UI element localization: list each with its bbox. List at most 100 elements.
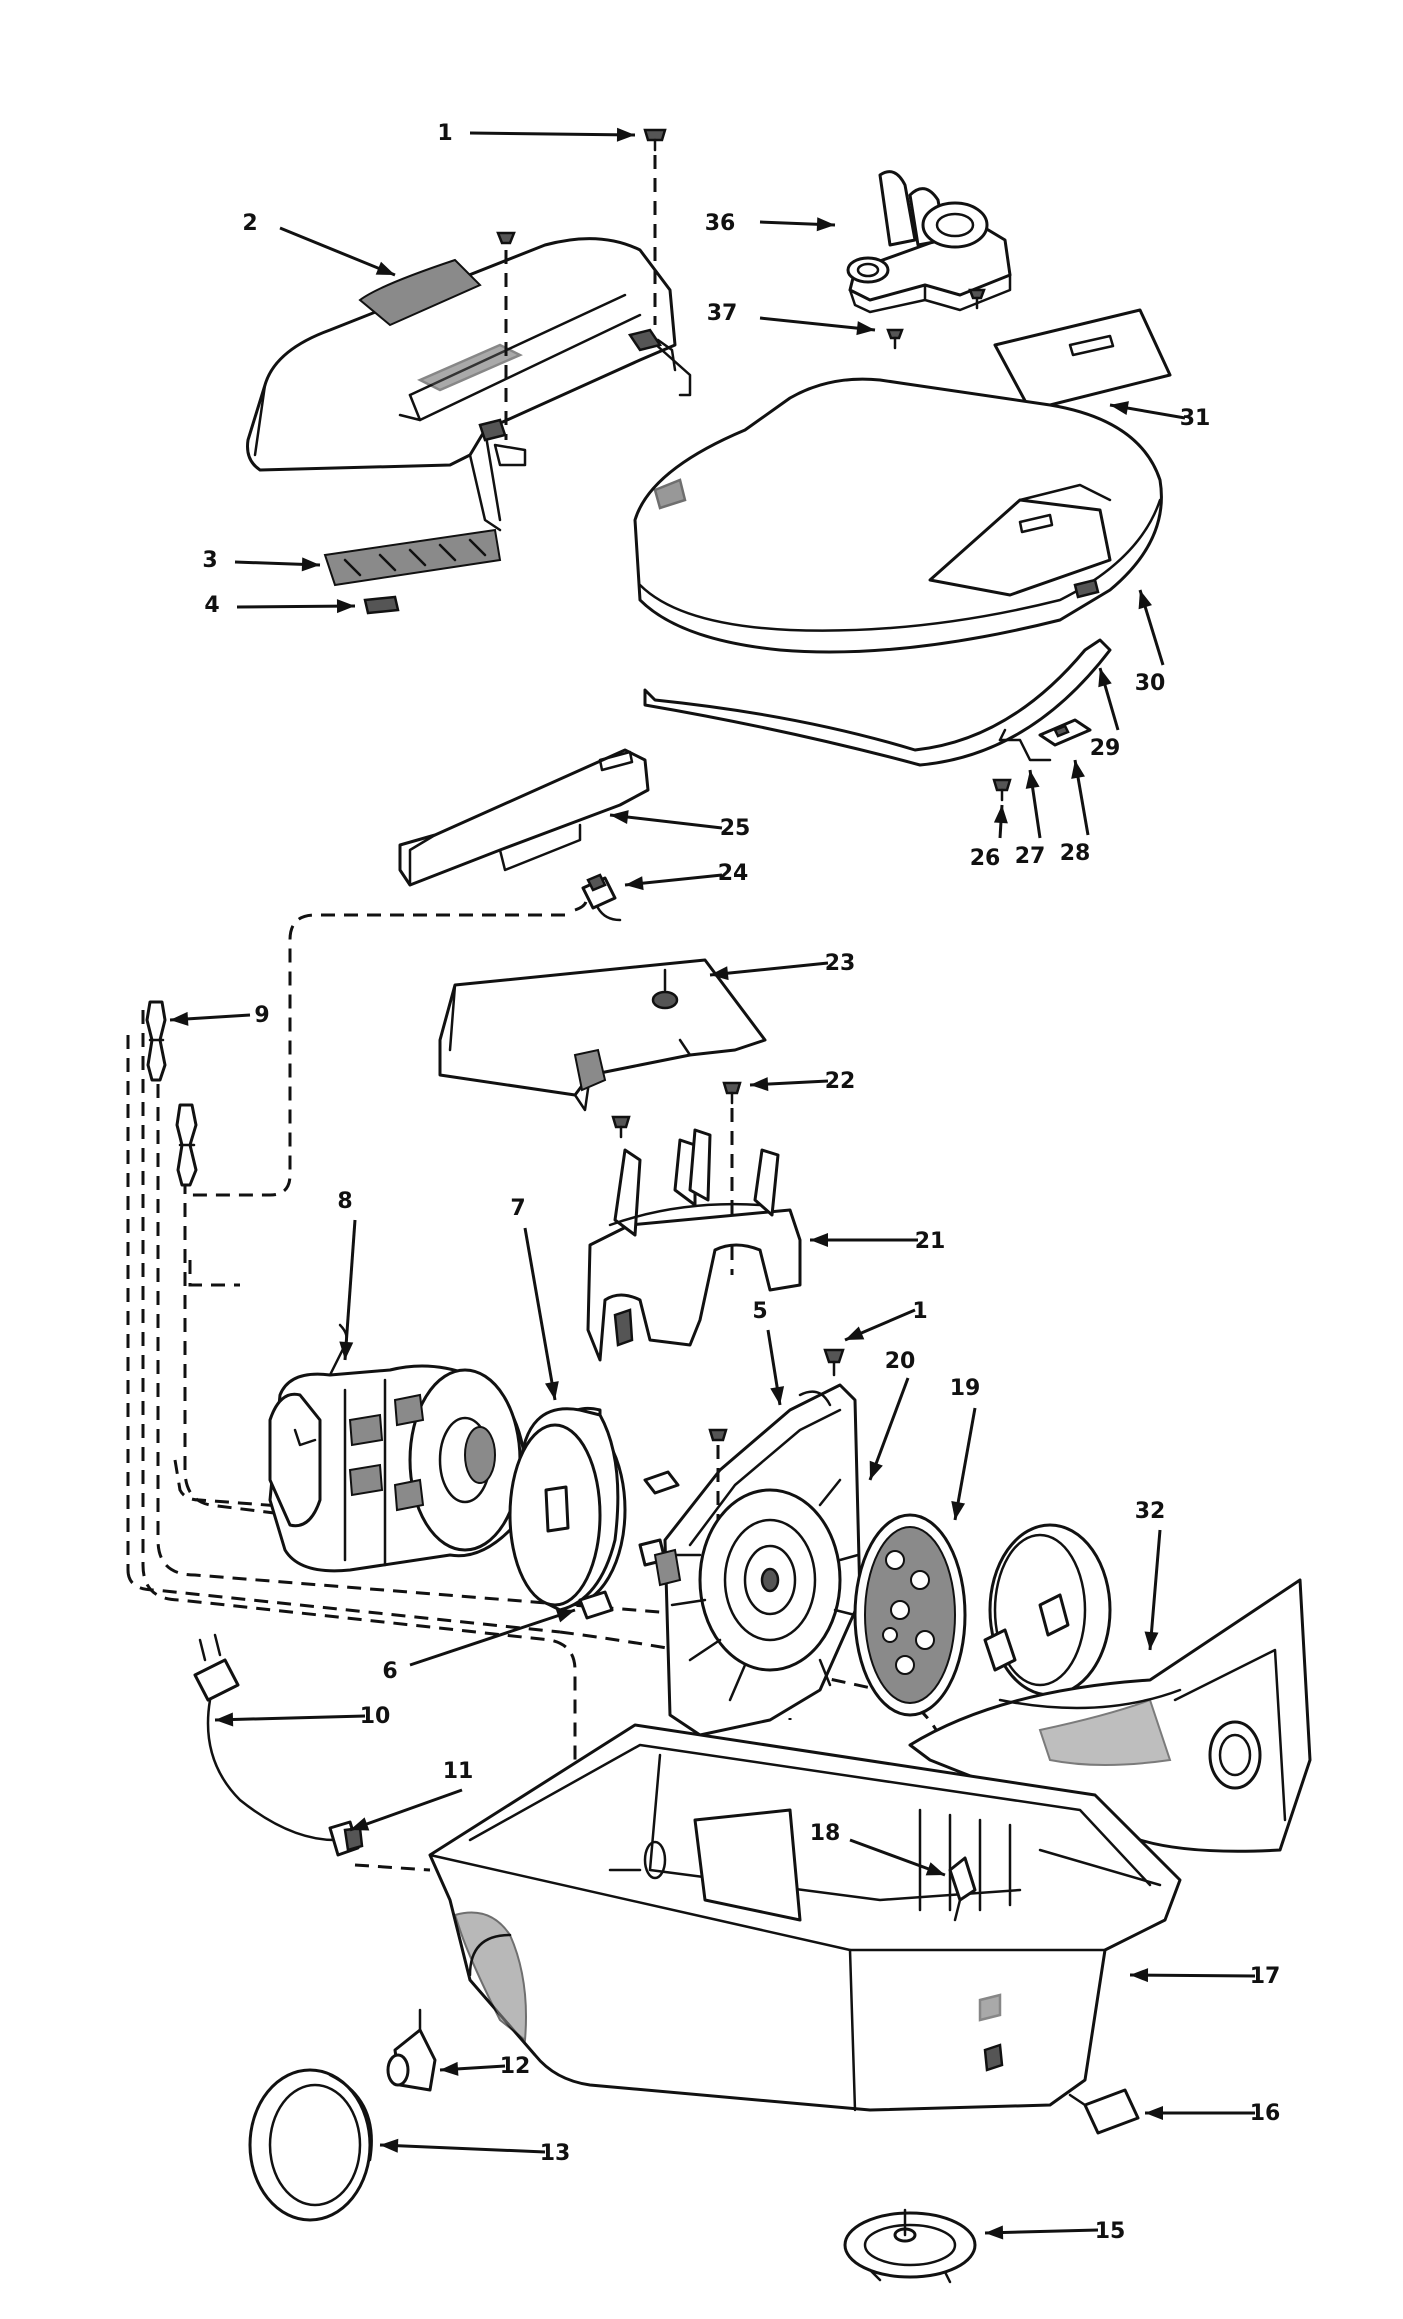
leader-line [984,2228,1099,2235]
leader-arrowhead [1110,401,1129,415]
leader-arrowhead [810,1233,828,1247]
latch-spring-part-27 [998,728,1052,762]
callout-number: 10 [360,1704,391,1729]
handle-socket-part-36 [846,170,1012,314]
leader-arrowhead [170,1011,189,1026]
leader-line [868,1377,910,1481]
callout-number: 22 [825,1069,856,1094]
callout-number: 8 [337,1189,352,1214]
screw-part-26 [992,778,1012,802]
leader-arrowhead [610,810,629,825]
impeller-part-19 [853,1513,967,1717]
leader-arrowhead [845,1326,865,1340]
motor-cover-part-23 [438,958,767,1112]
callout-number: 1 [437,121,452,146]
leader-arrowhead [856,321,875,336]
screw-part-1-lower [823,1348,845,1377]
brush-part-6b [578,1590,614,1620]
callout-p7: 7 [510,1196,559,1401]
leader-arrowhead [770,1386,785,1405]
leader-arrowhead [1098,668,1112,688]
screw-fan-mid [708,1428,728,1520]
clip-part-4 [363,595,400,615]
callout-p11: 11 [349,1759,474,1832]
callout-p25: 25 [609,810,750,841]
callout-number: 6 [382,1659,397,1684]
callout-p26: 26 [970,804,1008,871]
callout-number: 17 [1250,1964,1281,1989]
leader-line [409,1608,576,1667]
callout-p13: 13 [379,2138,570,2166]
cord-connector-part-16 [1068,2088,1140,2135]
screw-on-cover [496,231,516,440]
label-plate-part-31 [993,308,1172,412]
leader-arrowhead [1138,590,1152,610]
leader-line [759,316,876,332]
bumper-strip-part-29 [643,638,1112,767]
top-cover-part-2 [246,237,692,532]
hood-part-30 [633,377,1163,654]
callout-number: 5 [752,1299,767,1324]
callout-p9: 9 [169,1003,270,1028]
motor-bracket-part-21 [586,1128,802,1362]
callout-p20: 20 [868,1349,915,1481]
wheel-part-13 [248,2068,373,2222]
callout-p16: 16 [1145,2101,1280,2126]
callout-p8: 8 [337,1189,357,1361]
leader-line [523,1227,557,1401]
motor-part-8 [268,1323,527,1573]
leader-arrowhead [616,127,635,142]
leader-arrowhead [625,876,644,891]
leader-arrowhead [1130,1968,1149,1983]
callout-p3: 3 [202,548,321,573]
callout-number: 2 [242,211,257,236]
callout-p1b: 1 [844,1299,928,1342]
callout-p10: 10 [214,1704,391,1729]
leader-arrowhead [336,599,355,614]
callout-number: 23 [825,951,856,976]
leader-arrowhead [555,1609,575,1623]
screws-part-37 [886,288,986,350]
leader-arrowhead [215,1712,234,1727]
fan-shroud-part-7 [508,1406,667,1612]
callout-number: 37 [707,301,738,326]
callout-p4: 4 [204,593,356,618]
callout-p22: 22 [749,1069,856,1094]
leader-line [1129,1973,1256,1978]
callout-p5: 5 [752,1299,785,1406]
filter-pad-part-3 [323,528,502,587]
callout-number: 27 [1015,844,1046,869]
leader-arrowhead [350,1817,370,1831]
callout-number: 29 [1090,736,1121,761]
callout-p19: 19 [950,1376,980,1521]
callout-p6: 6 [382,1608,576,1684]
callout-p36: 36 [705,211,836,236]
callout-number: 3 [202,548,217,573]
leader-line [236,604,356,609]
leader-arrowhead [301,557,320,572]
leader-arrowhead [1025,770,1040,789]
leader-line [214,1714,366,1722]
leader-arrowhead [375,261,395,275]
leader-line [379,2143,546,2154]
screw-part-22 [722,1081,742,1275]
callout-number: 24 [718,861,749,886]
leader-line [709,961,829,977]
leader-arrowhead [1071,760,1085,779]
callout-number: 4 [204,593,219,618]
callout-number: 1 [912,1299,927,1324]
leader-arrowhead [985,2225,1004,2240]
callout-p2: 2 [242,211,396,277]
leader-line [343,1219,357,1361]
switch-part-24 [581,873,622,922]
callout-p17: 17 [1129,1964,1281,1989]
callout-p30: 30 [1135,589,1165,696]
leader-line [469,131,636,137]
callout-number: 11 [443,1759,474,1784]
connector-part-9 [145,1000,198,1187]
fan-housing-part-20 [653,1383,862,1737]
handle-cover-part-25 [398,748,650,887]
caster-part-15 [843,2208,977,2284]
